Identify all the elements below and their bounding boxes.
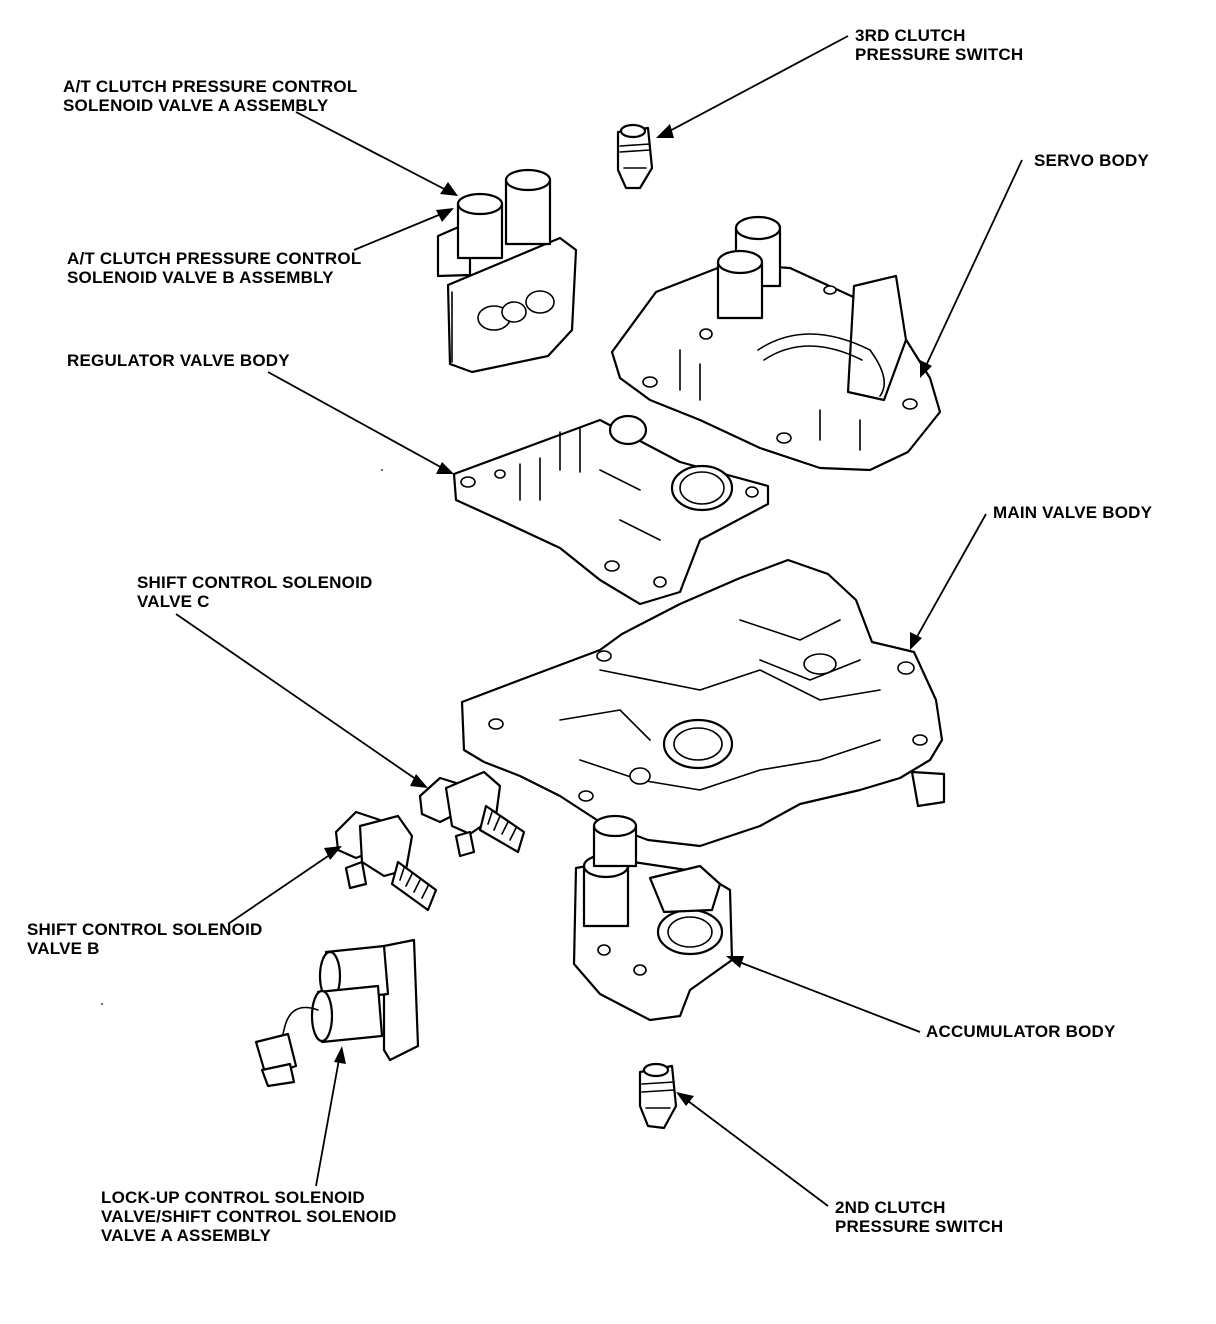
label-line: PRESSURE SWITCH <box>855 45 1024 64</box>
label-line: 2ND CLUTCH <box>835 1198 946 1217</box>
label-main-valve-body: MAIN VALVE BODY <box>993 503 1152 522</box>
label-line: PRESSURE SWITCH <box>835 1217 1004 1236</box>
label-2nd-clutch-pressure-switch: 2ND CLUTCH PRESSURE SWITCH <box>835 1198 1003 1236</box>
label-line: SHIFT CONTROL SOLENOID <box>27 920 263 939</box>
leader-servo-body <box>923 159 1023 371</box>
leader-3rd-clutch-switch <box>663 35 849 135</box>
leader-solenoid-b <box>353 211 447 251</box>
3rd-clutch-pressure-switch <box>616 123 654 190</box>
label-lockup-solenoid: LOCK-UP CONTROL SOLENOID VALVE/SHIFT CON… <box>101 1188 397 1245</box>
leader-solenoid-a <box>295 111 451 193</box>
servo-body <box>610 215 942 472</box>
label-line: VALVE B <box>27 939 100 958</box>
label-line: VALVE A ASSEMBLY <box>101 1226 272 1245</box>
clutch-pressure-solenoid-assembly <box>436 168 578 374</box>
label-3rd-clutch-pressure-switch: 3RD CLUTCH PRESSURE SWITCH <box>855 26 1023 64</box>
label-line: MAIN VALVE BODY <box>993 503 1153 522</box>
label-line: VALVE/SHIFT CONTROL SOLENOID <box>101 1207 397 1226</box>
leader-lockup-solenoid <box>315 1053 341 1187</box>
label-solenoid-valve-a: A/T CLUTCH PRESSURE CONTROL SOLENOID VAL… <box>63 77 357 115</box>
regulator-valve-body <box>452 414 770 606</box>
leader-lines <box>175 35 1023 1207</box>
label-accumulator-body: ACCUMULATOR BODY <box>926 1022 1116 1041</box>
leader-shift-solenoid-c <box>175 613 421 783</box>
label-line: A/T CLUTCH PRESSURE CONTROL <box>67 249 362 268</box>
label-regulator-valve-body: REGULATOR VALVE BODY <box>67 351 290 370</box>
scan-speck <box>381 469 383 471</box>
label-line: 3RD CLUTCH <box>855 26 966 45</box>
scan-speck <box>101 1003 103 1005</box>
label-line: ACCUMULATOR BODY <box>926 1022 1116 1041</box>
leader-regulator-valve-body <box>267 371 447 471</box>
leader-accumulator-body <box>733 959 921 1033</box>
leader-main-valve-body <box>913 513 987 643</box>
shift-control-solenoid-c <box>418 770 526 858</box>
label-shift-solenoid-b: SHIFT CONTROL SOLENOID VALVE B <box>27 920 262 958</box>
label-line: LOCK-UP CONTROL SOLENOID <box>101 1188 365 1207</box>
lockup-solenoid-assembly <box>254 938 420 1088</box>
label-shift-solenoid-c: SHIFT CONTROL SOLENOID VALVE C <box>137 573 372 611</box>
accumulator-body <box>572 814 734 1022</box>
shift-control-solenoid-b <box>334 810 438 912</box>
label-servo-body: SERVO BODY <box>1034 151 1149 170</box>
leader-shift-solenoid-b <box>227 851 335 925</box>
label-line: SERVO BODY <box>1034 151 1150 170</box>
main-valve-body <box>460 558 946 848</box>
label-line: A/T CLUTCH PRESSURE CONTROL <box>63 77 358 96</box>
label-solenoid-valve-b: A/T CLUTCH PRESSURE CONTROL SOLENOID VAL… <box>67 249 361 287</box>
2nd-clutch-pressure-switch <box>638 1062 678 1130</box>
label-line: SHIFT CONTROL SOLENOID <box>137 573 373 592</box>
label-line: SOLENOID VALVE A ASSEMBLY <box>63 96 329 115</box>
label-line: SOLENOID VALVE B ASSEMBLY <box>67 268 334 287</box>
label-line: REGULATOR VALVE BODY <box>67 351 290 370</box>
leader-2nd-clutch-switch <box>683 1097 829 1207</box>
label-line: VALVE C <box>137 592 210 611</box>
